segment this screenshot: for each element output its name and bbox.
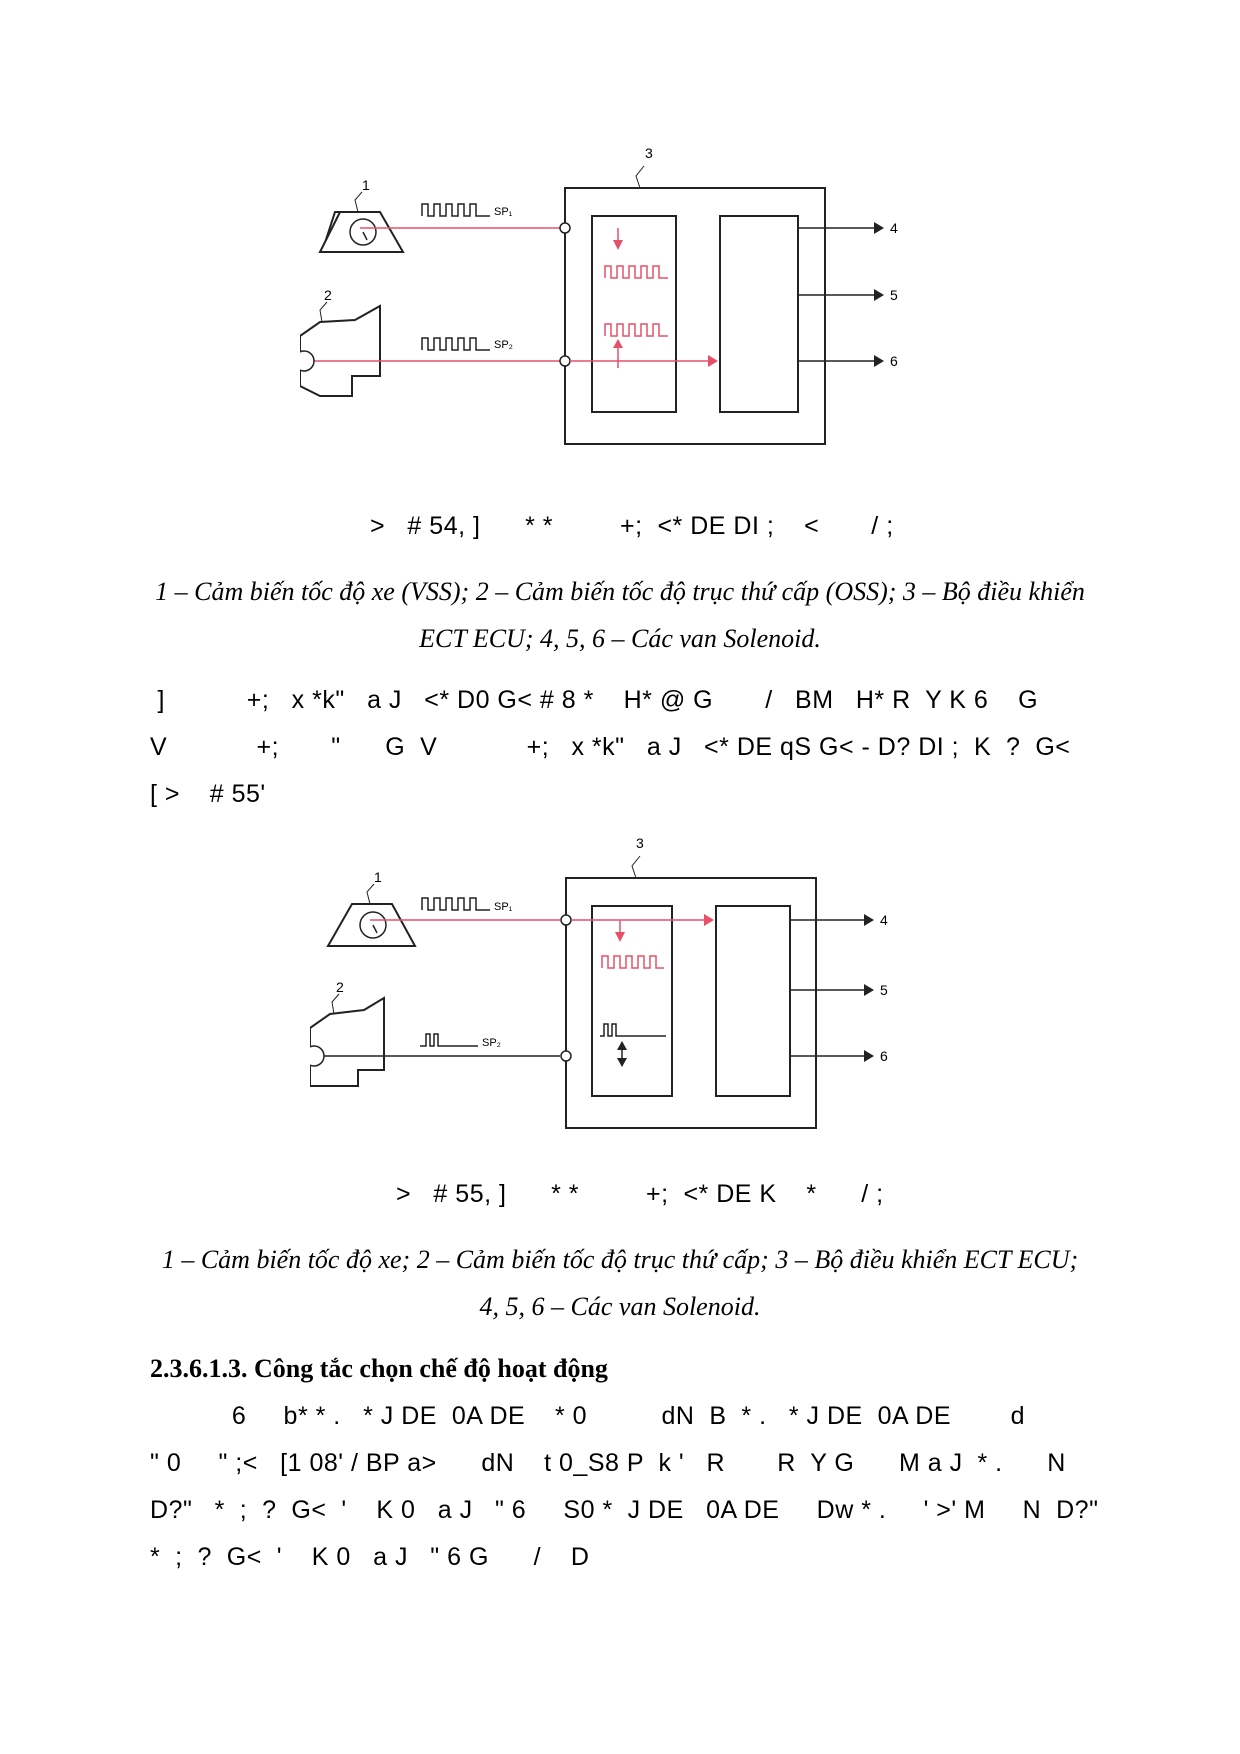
speed-gauge-icon-2: [359, 911, 387, 939]
ecu-box-2: [565, 877, 817, 1129]
fig2-inner-pulse-2: [600, 1023, 666, 1037]
output-shaft-speed-sensor-2: [310, 996, 385, 1087]
ecu-box: [564, 187, 826, 445]
section-line-2: " 0 " ;< [1 08' / BP a> dN t 0_S8 P k ' …: [150, 1449, 1066, 1477]
output-shaft-speed-sensor: [300, 304, 381, 397]
paragraph-1-line-2: V +; " G V +; x *k" a J <* DE qS G< - D?…: [150, 733, 1071, 761]
callout-2-leader: [319, 301, 328, 323]
callout-2: 2: [324, 287, 332, 303]
figure-2-caption: 1 – Cảm biến tốc độ xe; 2 – Cảm biến tốc…: [161, 1245, 1079, 1321]
inner-pulse-1: [604, 265, 668, 279]
callout-4: 4: [890, 220, 898, 236]
figure-1-caption: 1 – Cảm biến tốc độ xe (VSS); 2 – Cảm bi…: [155, 577, 1085, 653]
section-line-1: 6 b* * . * J DE 0A DE * 0 dN B * . * J D…: [150, 1402, 1025, 1430]
fig2-callout-6: 6: [880, 1048, 888, 1064]
figure-1-diagram: 3 1 2 SP₁ SP₂: [300, 145, 898, 445]
figure-2-title: > # 55, ] * * +; <* DE K * / ;: [396, 1180, 884, 1208]
fig2-callout-4: 4: [880, 912, 888, 928]
callout-3-leader: [635, 165, 645, 189]
section-heading: 2.3.6.1.3. Công tắc chọn chế độ hoạt độn…: [150, 1354, 608, 1383]
fig2-callout-3: 3: [636, 835, 644, 851]
figure-1-title: > # 54, ] * * +; <* DE DI ; < / ;: [370, 512, 894, 540]
signal-label-sp2: SP₂: [494, 339, 513, 351]
output-block: [719, 215, 799, 413]
fig2-callout-2: 2: [336, 979, 344, 995]
signal-label-sp1: SP₁: [494, 206, 513, 218]
pulse-train-sp1: [421, 203, 490, 217]
fig2-callout-5: 5: [880, 982, 888, 998]
callout-6: 6: [890, 353, 898, 369]
speed-gauge-icon: [349, 218, 377, 246]
input-processor-block-2: [591, 905, 673, 1097]
inner-pulse-2: [604, 323, 668, 337]
output-block-2: [715, 905, 791, 1097]
pulse-train-sp2: [421, 337, 490, 351]
fig2-pulse-train-sp1: [421, 897, 490, 911]
fig2-callout-1: 1: [374, 869, 382, 885]
fig2-pulse-train-sp2: [420, 1033, 478, 1047]
callout-5: 5: [890, 287, 898, 303]
figure-2-diagram: 3 1 2 SP₁ SP₂: [310, 835, 888, 1129]
callout-3: 3: [645, 145, 653, 161]
callout-1-leader: [354, 191, 363, 213]
vehicle-speed-sensor-2: [326, 903, 417, 947]
fig2-signal-label-sp1: SP₁: [494, 901, 513, 913]
callout-1: 1: [362, 177, 370, 193]
input-processor-block: [591, 215, 677, 413]
fig2-signal-label-sp2: SP₂: [482, 1037, 501, 1049]
paragraph-1-line-1: ] +; x *k" a J <* D0 G< # 8 * H* @ G / B…: [150, 686, 1039, 714]
section-line-4: * ; ? G< ' K 0 a J " 6 G / D: [150, 1543, 590, 1571]
section-line-3: D?" * ; ? G< ' K 0 a J " 6 S0 * J DE 0A …: [150, 1496, 1099, 1524]
fig2-inner-pulse-1: [601, 955, 664, 969]
paragraph-1-line-3: [ > # 55': [150, 780, 266, 808]
